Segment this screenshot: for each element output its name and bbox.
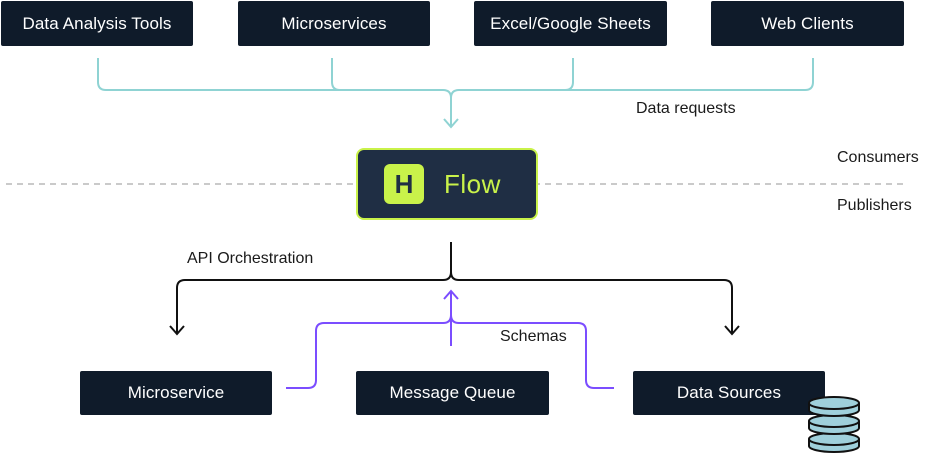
schema-lines bbox=[286, 289, 614, 389]
flow-title: Flow bbox=[444, 168, 501, 199]
consumer-excel-google-sheets: Excel/Google Sheets bbox=[474, 1, 667, 46]
flow-hub: H Flow bbox=[356, 148, 538, 220]
publisher-message-queue: Message Queue bbox=[356, 371, 549, 415]
consumers-label: Consumers bbox=[837, 149, 919, 166]
publishers-label: Publishers bbox=[837, 197, 912, 214]
publisher-microservice: Microservice bbox=[80, 371, 272, 415]
api-orchestration-lines bbox=[169, 242, 740, 336]
publisher-data-sources: Data Sources bbox=[633, 371, 825, 415]
data-request-lines bbox=[97, 58, 814, 129]
data-request-arrow-icon bbox=[443, 118, 459, 129]
flow-logo-icon: H bbox=[384, 164, 424, 204]
consumer-microservices: Microservices bbox=[238, 1, 430, 46]
database-icon bbox=[808, 396, 860, 453]
consumer-data-analysis-tools: Data Analysis Tools bbox=[1, 1, 193, 46]
data-requests-label: Data requests bbox=[636, 100, 736, 117]
api-orchestration-label: API Orchestration bbox=[187, 250, 314, 267]
consumer-web-clients: Web Clients bbox=[711, 1, 904, 46]
schemas-label: Schemas bbox=[500, 328, 567, 345]
schema-arrow-icon bbox=[443, 289, 459, 300]
orchestration-arrow-right-icon bbox=[724, 325, 740, 336]
orchestration-arrow-left-icon bbox=[169, 325, 185, 336]
